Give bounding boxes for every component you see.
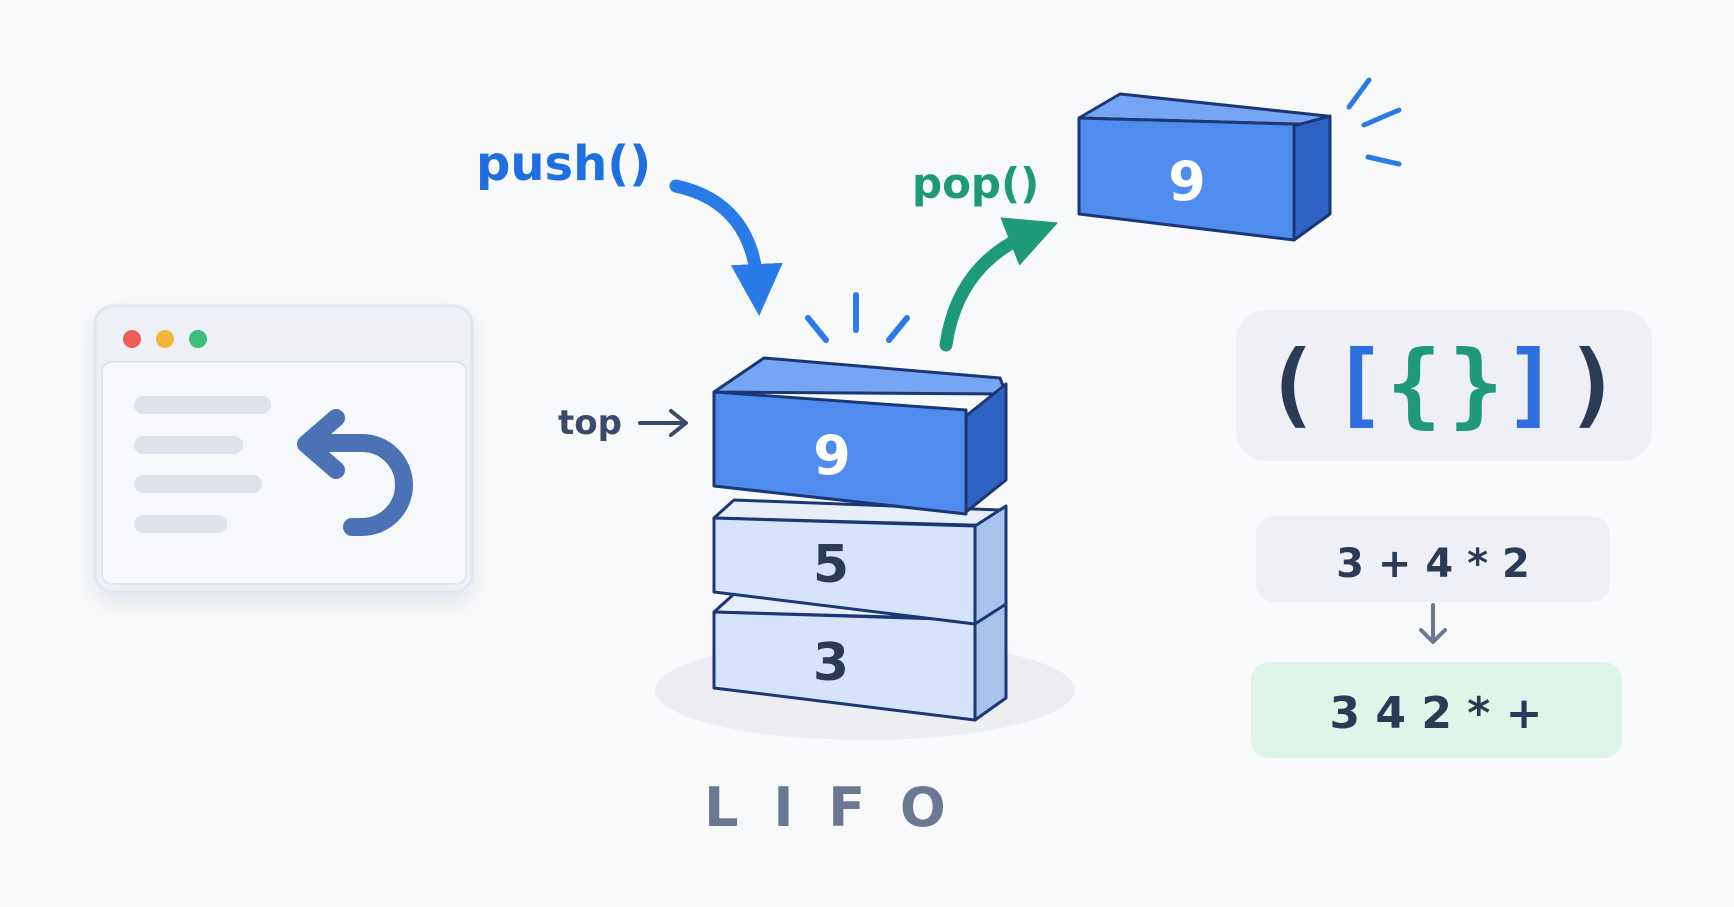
undo-arrow-icon [297,409,413,536]
window-minimize-dot [156,330,174,348]
impact-lines-icon [805,292,910,343]
conversion-arrow-icon [1419,603,1447,644]
postfix-expression: 3 4 2 * + [1330,688,1543,739]
open-square-bracket: [ [1331,331,1386,438]
push-label: push() [476,136,651,192]
stack-value-middle: 5 [813,535,849,595]
close-paren: ) [1565,331,1620,438]
open-curly-brace: { [1386,331,1441,438]
stack-value-bottom: 3 [813,633,849,693]
window-close-dot [123,330,141,348]
push-arrow-icon [669,179,783,316]
popped-value: 9 [1168,150,1206,213]
infix-panel [1256,516,1610,602]
top-label: top [558,403,622,443]
stack-block-top [712,356,1008,516]
window-content-lines [134,396,271,533]
bracket-panel [1236,310,1652,461]
popped-block [1077,92,1332,242]
postfix-panel [1251,662,1622,758]
pop-label: pop() [912,159,1039,208]
stack-block-middle [712,498,1008,626]
close-curly-brace: } [1448,331,1503,438]
top-pointer-arrow-icon [638,409,688,437]
close-square-bracket: ] [1503,331,1558,438]
pop-arrow-icon [939,217,1059,352]
stack-value-top: 9 [813,424,851,487]
motion-lines-icon [1346,77,1402,167]
infix-expression: 3 + 4 * 2 [1336,541,1530,587]
bracket-sequence: ( [ { } ] ) [1264,331,1620,438]
lifo-label: L I F O [704,776,954,839]
open-paren: ( [1264,331,1319,438]
window-maximize-dot [189,330,207,348]
